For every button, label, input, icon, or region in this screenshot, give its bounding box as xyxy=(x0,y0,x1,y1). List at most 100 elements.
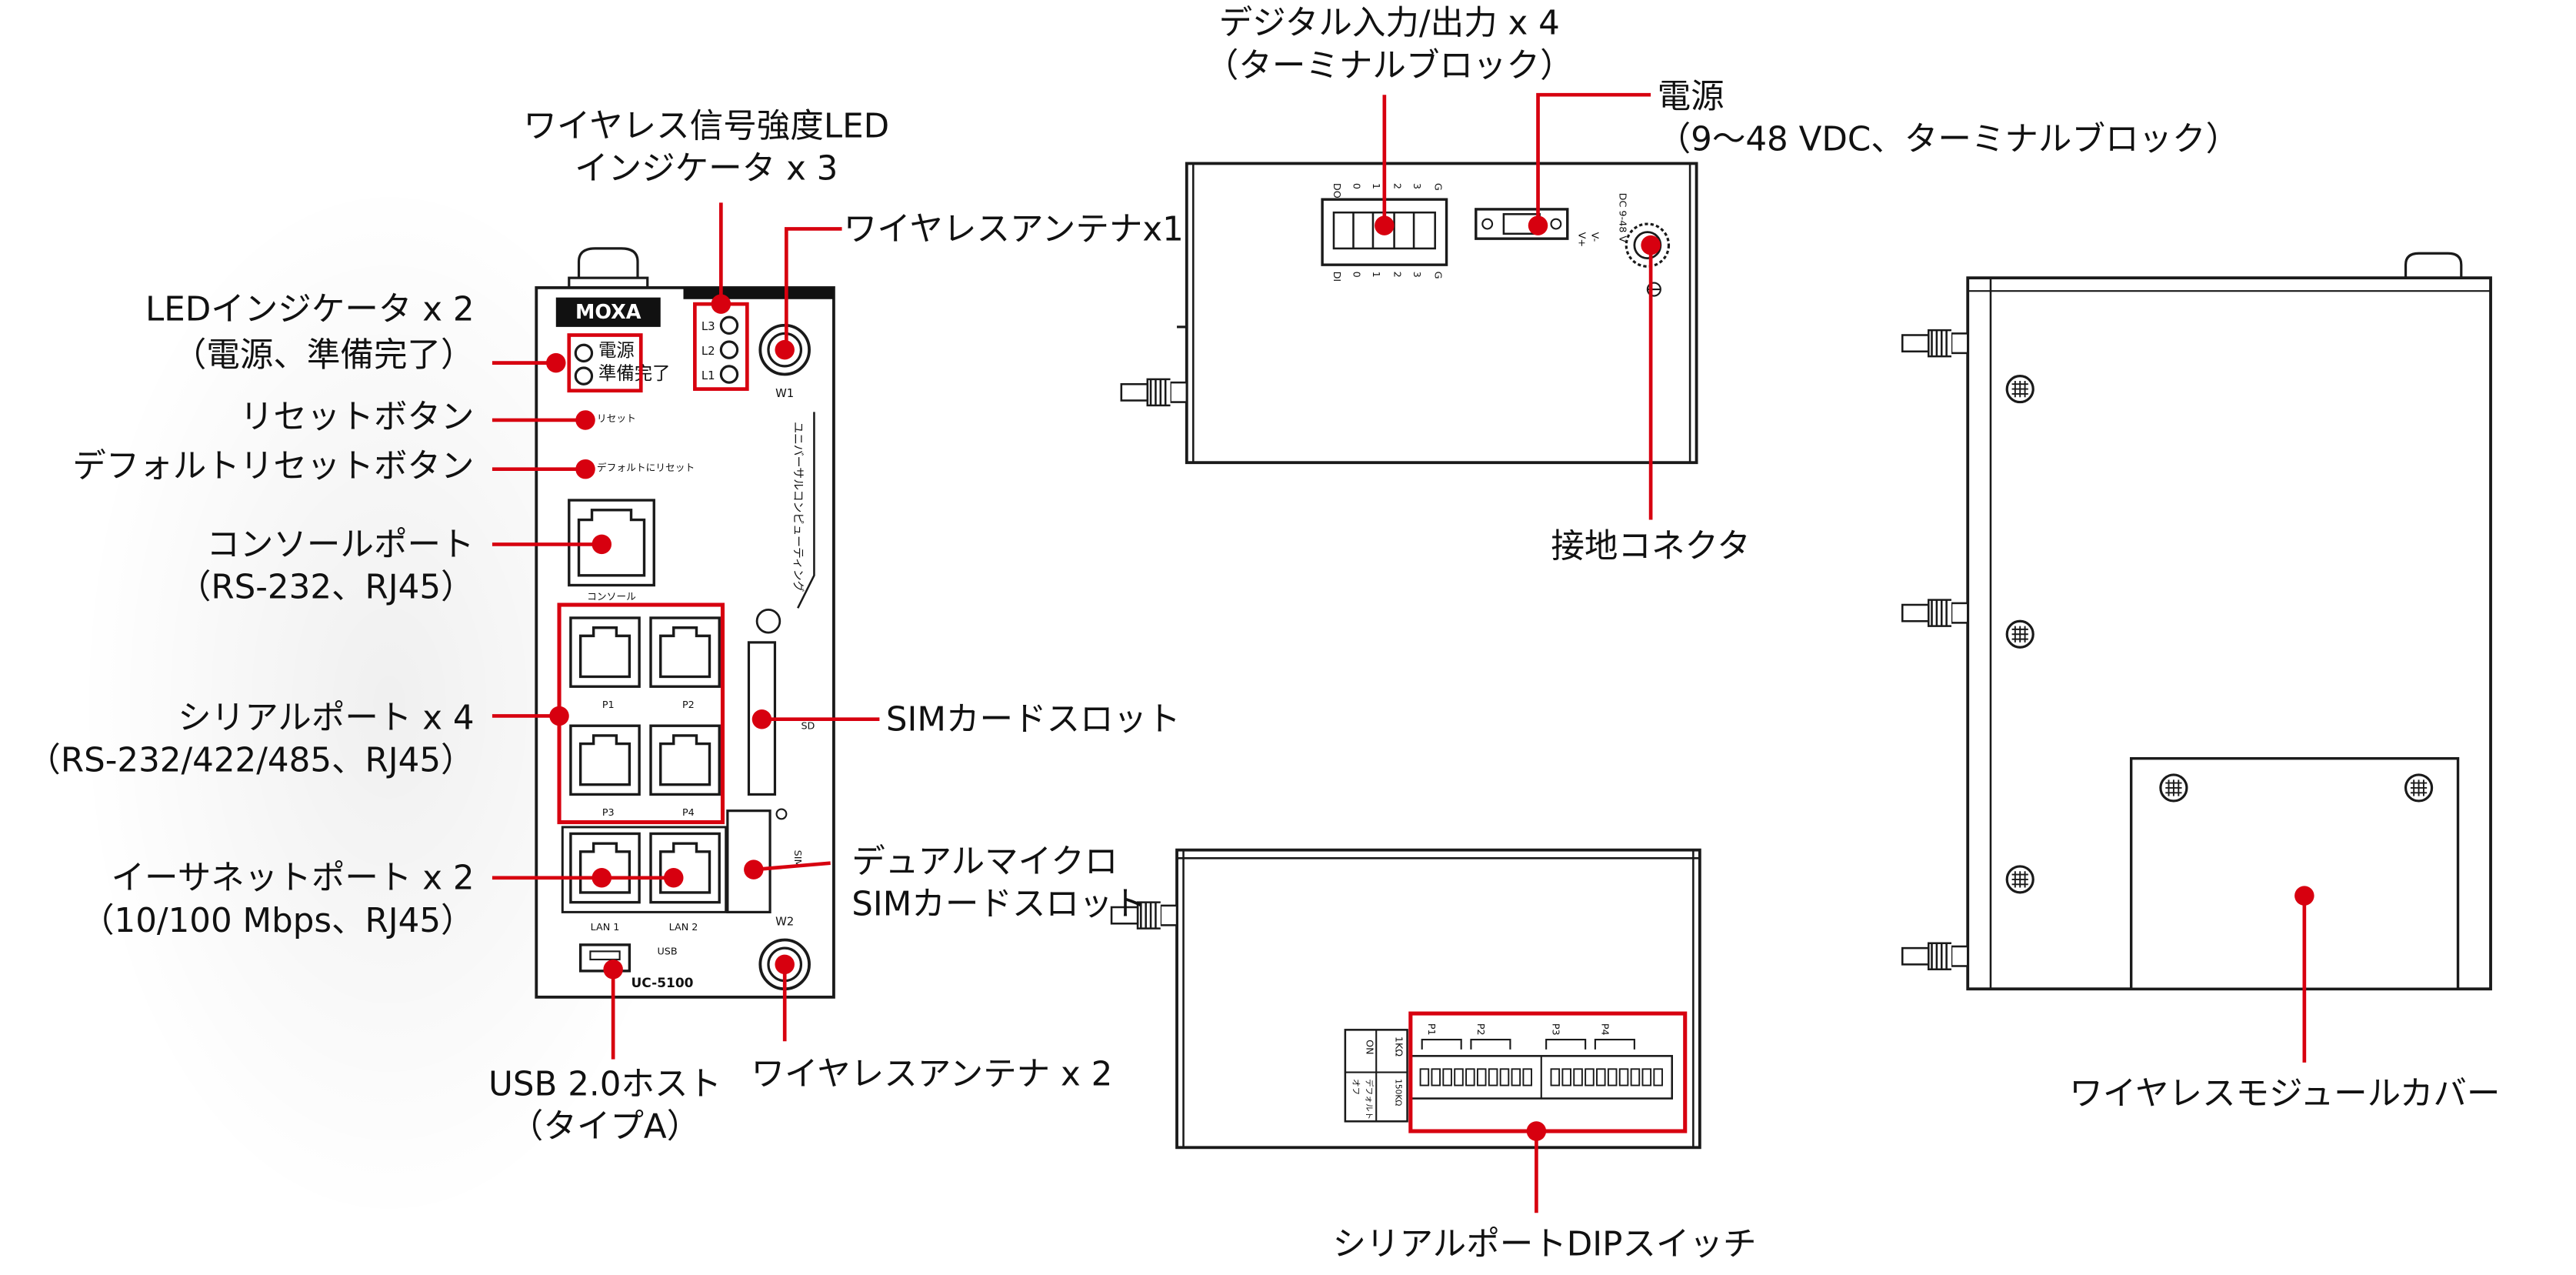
label-console-port-2: （RS-232、RJ45） xyxy=(178,569,475,607)
label-led-indicators-1: LEDインジケータ x 2 xyxy=(145,290,475,329)
dip-switch-key xyxy=(1499,1068,1510,1086)
power-pin-vplus: V+ xyxy=(1576,232,1588,247)
ready-led xyxy=(574,366,594,386)
dip-switch-key xyxy=(1419,1068,1430,1086)
label-reset-button: リセットボタン xyxy=(240,399,475,437)
callout-lines xyxy=(492,92,2307,1213)
ethernet-port-group: LAN 1 LAN 2 xyxy=(561,826,728,933)
sim-text: SIM xyxy=(791,850,803,868)
dip-switch-key xyxy=(1607,1068,1618,1086)
label-dual-micro-sim-1: デュアルマイクロ xyxy=(851,843,1118,881)
dip-switch-key xyxy=(1454,1068,1464,1086)
dip-off-text: オフ xyxy=(1351,1079,1361,1095)
label-signal-led-1: ワイヤレス信号強度LED xyxy=(523,107,889,145)
dip-port-label: P2 xyxy=(1475,1023,1486,1036)
console-text: コンソール xyxy=(587,592,636,603)
label-usb-host-2: （タイプA） xyxy=(510,1108,700,1146)
dio-bottom-label: 0 xyxy=(1350,272,1361,278)
led-highlight xyxy=(567,333,643,393)
dip-switch-key xyxy=(1511,1068,1521,1086)
dip-port-bracket xyxy=(1594,1039,1635,1050)
label-module-cover: ワイヤレスモジュールカバー xyxy=(2069,1075,2500,1113)
signal-led-label-l3: L3 xyxy=(701,319,715,333)
dio-top-label: 3 xyxy=(1411,183,1422,189)
label-console-port-1: コンソールポート xyxy=(206,526,474,564)
dip-switch-key xyxy=(1573,1068,1583,1086)
dip-on-text: ON xyxy=(1363,1040,1375,1055)
dio-top-label: 2 xyxy=(1391,183,1403,189)
dip-switch-key xyxy=(1431,1068,1441,1086)
lan2-text: LAN 2 xyxy=(669,922,698,933)
power-led-text: 電源 xyxy=(598,339,635,361)
power-pin-vminus: V- xyxy=(1589,232,1601,242)
lan1-text: LAN 1 xyxy=(591,922,620,933)
label-dual-micro-sim-2: SIMカードスロット xyxy=(851,886,1146,924)
dip-switch-key xyxy=(1476,1068,1487,1086)
power-rating-text: DC 9-48 V xyxy=(1617,193,1628,243)
antenna-w1-text: W1 xyxy=(775,386,794,400)
label-signal-led-2: インジケータ x 3 xyxy=(575,150,838,189)
dip-switch-key xyxy=(1618,1068,1629,1086)
label-wireless-antenna-2: ワイヤレスアンテナ x 2 xyxy=(751,1056,1112,1094)
dio-top-label: G xyxy=(1432,183,1444,191)
dip-150k-text: 150KΩ xyxy=(1394,1079,1404,1106)
label-digital-io-1: デジタル入力/出力 x 4 xyxy=(1219,5,1560,43)
label-ethernet-ports-2: （10/100 Mbps、RJ45） xyxy=(81,902,475,940)
dip-1k-text: 1KΩ xyxy=(1393,1036,1405,1056)
callout-dots xyxy=(546,215,2314,1141)
dip-switch-key xyxy=(1585,1068,1595,1086)
serial-port-p3-text: P3 xyxy=(602,807,615,819)
module-cover-shape xyxy=(2129,757,2460,990)
signal-led-group: L3 L2 L1 xyxy=(693,302,749,391)
dip-switch-key xyxy=(1488,1068,1498,1086)
dip-switch-key xyxy=(1561,1068,1571,1086)
dip-default-text: デフォルト xyxy=(1364,1079,1374,1120)
label-default-reset-button: デフォルトリセットボタン xyxy=(72,447,474,486)
label-dip-switch: シリアルポートDIPスイッチ xyxy=(1333,1226,1757,1264)
label-serial-ports-2: （RS-232/422/485、RJ45） xyxy=(27,742,474,780)
antenna-w2-connector: W2 xyxy=(758,914,811,991)
dip-switch-key xyxy=(1653,1068,1663,1086)
front-view: MOXA 電源 準備完了 L3 L2 L1 W1 リセット デフォルトにリセット xyxy=(535,247,835,999)
ready-led-text: 準備完了 xyxy=(598,362,670,384)
dip-port-label: P4 xyxy=(1598,1023,1610,1036)
power-terminal: V+ V- DC 9-48 V xyxy=(1475,193,1628,247)
dio-bottom-label: 1 xyxy=(1370,272,1381,278)
dip-port-label: P3 xyxy=(1550,1023,1561,1036)
dio-bottom-label: 3 xyxy=(1411,272,1422,278)
reset-text: リセット xyxy=(597,413,636,425)
label-usb-host-1: USB 2.0ホスト xyxy=(488,1065,721,1103)
side-view xyxy=(1901,252,2492,991)
brand-logo xyxy=(555,297,661,327)
signal-led-label-l2: L2 xyxy=(701,344,715,358)
dip-port-bracket xyxy=(1545,1039,1587,1050)
dio-bottom-label: DI xyxy=(1331,272,1342,282)
dip-switch-key xyxy=(1465,1068,1475,1086)
model-text: UC-5100 xyxy=(632,976,694,991)
dip-switch-key xyxy=(1522,1068,1532,1086)
dip-switch-key xyxy=(1442,1068,1452,1086)
label-ground: 接地コネクタ xyxy=(1551,527,1750,566)
sd-text: SD xyxy=(801,720,815,732)
label-sim-slot: SIMカードスロット xyxy=(886,701,1181,739)
antenna-w2-text: W2 xyxy=(775,914,794,928)
dio-top-label: DO xyxy=(1331,183,1342,199)
dio-bottom-label: 2 xyxy=(1391,272,1403,278)
label-wireless-antenna-1: ワイヤレスアンテナx1 xyxy=(844,210,1184,249)
label-led-indicators-2: （電源、準備完了） xyxy=(173,336,475,375)
dio-top-label: 1 xyxy=(1370,183,1381,189)
default-reset-text: デフォルトにリセット xyxy=(597,462,695,474)
label-serial-ports-1: シリアルポート x 4 xyxy=(178,699,474,737)
brand-text: MOXA xyxy=(575,301,642,324)
serial-port-p2-text: P2 xyxy=(682,699,695,711)
callout-labels: LEDインジケータ x 2 （電源、準備完了） リセットボタン デフォルトリセッ… xyxy=(27,5,2500,1264)
dip-switch-key xyxy=(1630,1068,1641,1086)
signal-led-label-l1: L1 xyxy=(701,369,715,382)
dio-top-label: 0 xyxy=(1350,183,1361,189)
dip-switch-key xyxy=(1641,1068,1652,1086)
dip-port-bracket xyxy=(1421,1039,1462,1050)
